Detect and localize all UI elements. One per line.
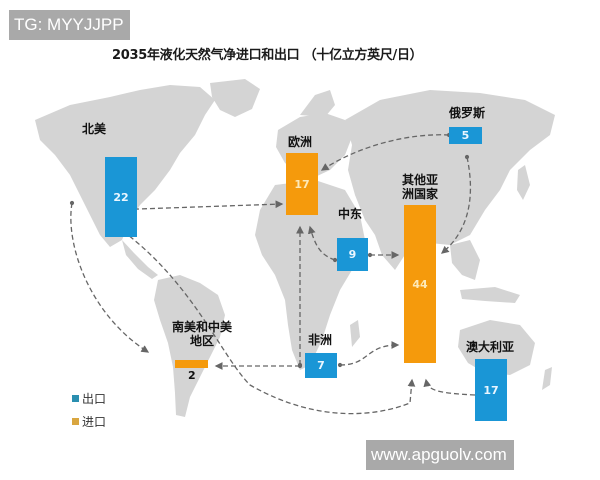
world-map-background bbox=[35, 79, 555, 417]
label-sca-line2: 地区 bbox=[190, 334, 215, 348]
label-north-america: 北美 bbox=[82, 122, 107, 136]
label-africa: 非洲 bbox=[308, 333, 333, 347]
australia-export-box: 17 bbox=[475, 359, 507, 421]
label-europe: 欧洲 bbox=[288, 135, 313, 149]
trade-flow-arrows bbox=[69, 132, 476, 415]
europe-value: 17 bbox=[294, 177, 310, 191]
africa-export-box: 7 bbox=[305, 353, 337, 378]
south-central-america-import-bar bbox=[175, 360, 208, 368]
north-america-value: 22 bbox=[113, 190, 129, 204]
australia-value: 17 bbox=[483, 383, 499, 397]
russia-value: 5 bbox=[461, 129, 470, 142]
south-central-america-value: 2 bbox=[188, 369, 196, 382]
legend-item-export: 出口 bbox=[72, 387, 106, 410]
north-america-export-box: 22 bbox=[105, 157, 137, 237]
import-swatch-icon bbox=[72, 418, 79, 425]
label-middle-east: 中东 bbox=[338, 207, 363, 221]
chart-title: 2035年液化天然气净进口和出口 （十亿立方英尺/日） bbox=[112, 48, 423, 63]
europe-import-box: 17 bbox=[286, 153, 318, 215]
middle-east-export-box: 9 bbox=[337, 238, 368, 271]
label-south-central-america: 南美和中美 地区 bbox=[172, 320, 232, 348]
middle-east-value: 9 bbox=[348, 248, 357, 261]
other-asia-import-box: 44 bbox=[404, 205, 436, 363]
legend-export-label: 出口 bbox=[82, 392, 107, 406]
label-other-asia-line1: 其他亚 bbox=[402, 173, 439, 187]
russia-export-box: 5 bbox=[449, 127, 482, 144]
label-sca-line1: 南美和中美 bbox=[172, 320, 233, 334]
legend-import-label: 进口 bbox=[82, 415, 107, 429]
watermark-bottom: www.apguolv.com bbox=[366, 440, 514, 470]
other-asia-value: 44 bbox=[412, 277, 428, 291]
label-australia: 澳大利亚 bbox=[466, 340, 515, 354]
label-other-asia-line2: 洲国家 bbox=[402, 187, 439, 201]
world-map: 北美 22 欧洲 17 俄罗斯 5 中东 9 其他亚 洲国家 44 南美和中美 … bbox=[30, 75, 570, 438]
label-other-asia: 其他亚 洲国家 bbox=[402, 173, 438, 201]
legend: 出口 进口 bbox=[72, 387, 106, 433]
legend-item-import: 进口 bbox=[72, 410, 106, 433]
watermark-top: TG: MYYJJPP bbox=[9, 10, 130, 40]
export-swatch-icon bbox=[72, 395, 79, 402]
label-russia: 俄罗斯 bbox=[449, 106, 486, 120]
africa-value: 7 bbox=[317, 359, 325, 372]
